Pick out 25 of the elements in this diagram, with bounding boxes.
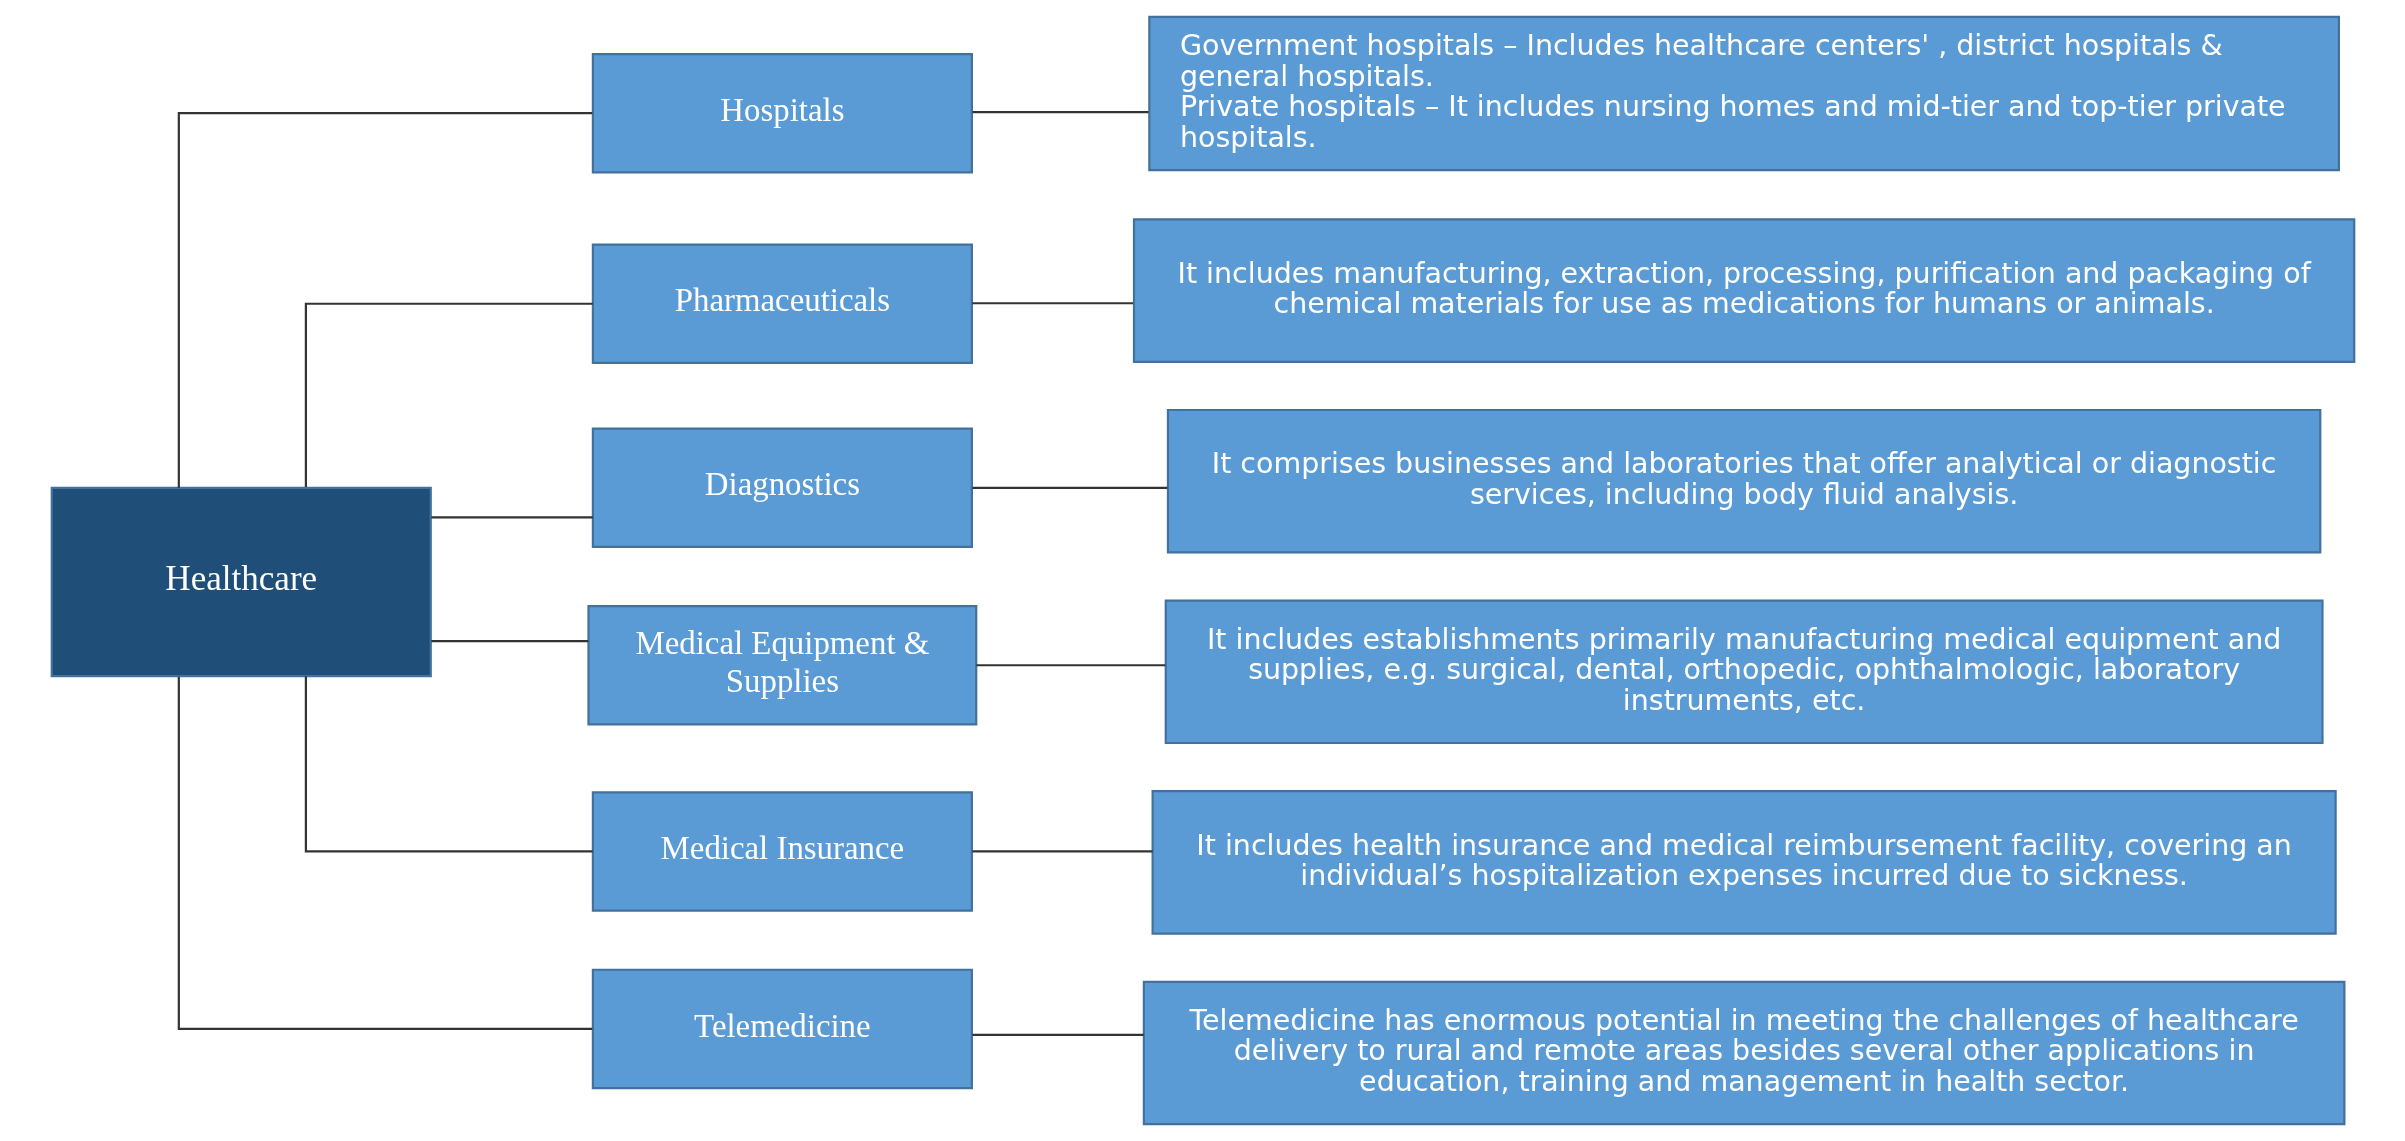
connector [177,112,592,488]
connector [971,111,1149,114]
node-box: It includes establishments primarily manufacturing medical equipment and supplies, e.g. surgical, dental, orthopedic, ophthalmologic, laboratory instruments, etc. [1164,599,2324,745]
node-box: Telemedicine has enormous potential in meeting the challenges of healthcare delivery to rural and remote areas besides several other applications in education, training and management in health sector. [1142,980,2345,1126]
connector [971,1033,1144,1037]
node-box: It includes health insurance and medical reimbursement facility, covering an individual’s hospitalization expenses incurred due to sickness. [1151,790,2337,935]
node-box: Pharmaceuticals [591,243,973,365]
connector [304,302,593,488]
connector [971,486,1167,489]
connector [177,676,592,1030]
connector [430,516,593,519]
connector [971,302,1133,305]
node-box: Medical Insurance [591,791,973,912]
connector [304,676,593,853]
connector [971,850,1153,853]
connector [430,640,588,643]
node-box: Diagnostics [591,427,973,549]
node-box: It comprises businesses and laboratories that offer analytical or diagnostic services, including body fluid analysis. [1166,408,2321,554]
node-box: Telemedicine [591,968,973,1090]
node-box: Government hospitals – Includes healthcare centers' , district hospitals & general hospitals. Private hospitals – It includes nursing homes and mid-tier and top-tier private hospitals. [1147,15,2340,172]
node-box: It includes manufacturing, extraction, processing, purification and packaging of chemical materials for use as medications for humans or animals. [1132,218,2355,363]
node-box: Healthcare [50,486,432,678]
node-box: Medical Equipment & Supplies [586,605,977,726]
connector [975,664,1165,667]
node-box: Hospitals [591,52,973,174]
